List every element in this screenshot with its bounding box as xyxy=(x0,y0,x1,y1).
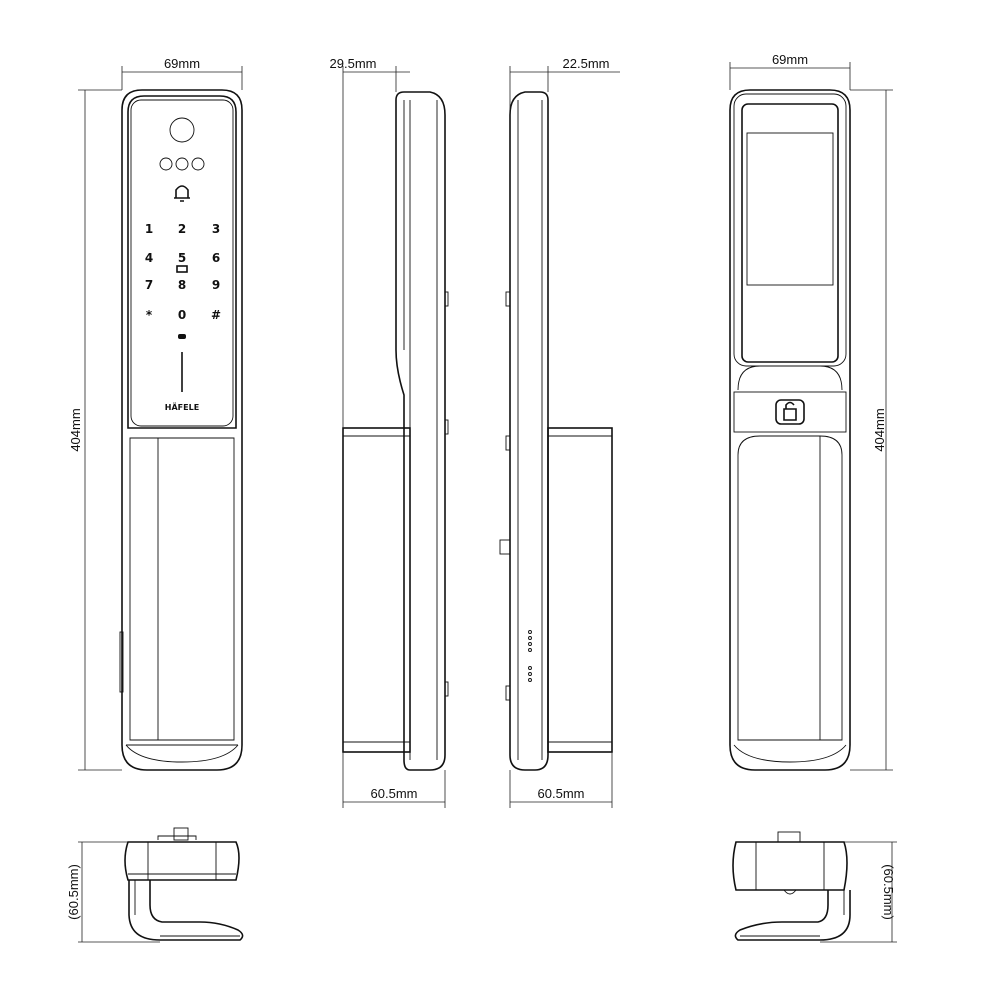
card-icon xyxy=(176,265,188,273)
bottom-left-dimensions: (60.5mm) xyxy=(66,841,160,943)
vent-dots xyxy=(528,630,532,682)
key-8[interactable]: 8 xyxy=(178,278,186,292)
display-area xyxy=(746,132,834,286)
dim-back-height: 404mm xyxy=(872,408,887,451)
side-view-right xyxy=(499,91,613,771)
key-0[interactable]: 0 xyxy=(178,308,186,322)
indicator-icon xyxy=(178,334,186,339)
dim-side-left-top: 29.5mm xyxy=(330,56,377,71)
key-6[interactable]: 6 xyxy=(212,251,220,265)
dim-side-right-top: 22.5mm xyxy=(563,56,610,71)
dim-back-width: 69mm xyxy=(772,52,808,67)
key-7[interactable]: 7 xyxy=(145,278,153,292)
key-4[interactable]: 4 xyxy=(145,251,153,265)
unlock-icon xyxy=(783,401,797,421)
keypad: 1 2 3 4 5 6 7 8 9 * 0 # xyxy=(145,222,221,322)
key-2[interactable]: 2 xyxy=(178,222,186,236)
bottom-right-dimensions: (60.5mm) xyxy=(820,841,897,943)
dim-bottom-right-height: (60.5mm) xyxy=(881,864,896,920)
key-5[interactable]: 5 xyxy=(178,251,186,265)
brand-logo: HÄFELE xyxy=(165,402,199,412)
dim-bottom-left-height: (60.5mm) xyxy=(66,864,81,920)
key-1[interactable]: 1 xyxy=(145,222,153,236)
unlock-button[interactable] xyxy=(775,399,805,425)
bottom-view-left xyxy=(124,827,244,941)
dim-side-left-bottom: 60.5mm xyxy=(371,786,418,801)
key-3[interactable]: 3 xyxy=(212,222,220,236)
side-left-dimensions: 29.5mm 60.5mm xyxy=(330,56,446,808)
back-dimensions: 69mm 404mm xyxy=(729,52,893,771)
bell-icon xyxy=(174,185,190,202)
front-view: 1 2 3 4 5 6 7 8 9 * 0 # HÄFELE xyxy=(119,89,243,771)
key-hash[interactable]: # xyxy=(211,308,221,322)
key-9[interactable]: 9 xyxy=(212,278,220,292)
key-slot xyxy=(499,539,511,555)
side-right-dimensions: 22.5mm 60.5mm xyxy=(509,56,620,808)
dim-side-right-bottom: 60.5mm xyxy=(538,786,585,801)
front-dimensions: 69mm 404mm xyxy=(68,56,243,771)
key-star[interactable]: * xyxy=(146,308,153,322)
bottom-view-right xyxy=(732,831,851,941)
side-view-left xyxy=(342,91,449,771)
back-view xyxy=(729,89,851,771)
dim-front-height: 404mm xyxy=(68,408,83,451)
screen xyxy=(741,103,839,363)
dim-front-width: 69mm xyxy=(164,56,200,71)
